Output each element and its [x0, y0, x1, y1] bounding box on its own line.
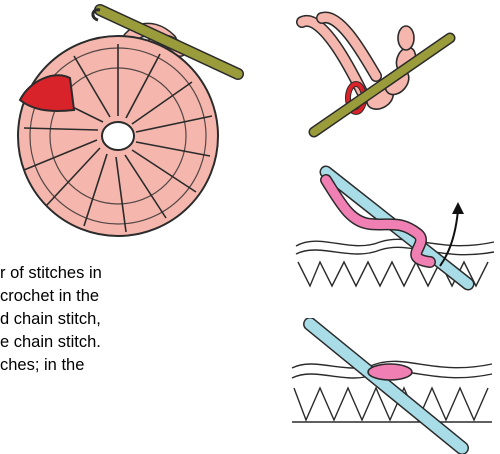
text-line: d chain stitch, [0, 308, 240, 331]
insert-hook-illustration [290, 162, 500, 292]
text-line: ches; in the [0, 354, 240, 377]
instruction-text: r of stitches in crochet in the d chain … [0, 262, 240, 377]
chain-stitch-illustration [282, 2, 500, 157]
text-line: r of stitches in [0, 262, 240, 285]
text-line: e chain stitch. [0, 331, 240, 354]
magic-ring-illustration [0, 0, 245, 245]
pull-through-illustration [286, 318, 500, 454]
text-line: crochet in the [0, 285, 240, 308]
